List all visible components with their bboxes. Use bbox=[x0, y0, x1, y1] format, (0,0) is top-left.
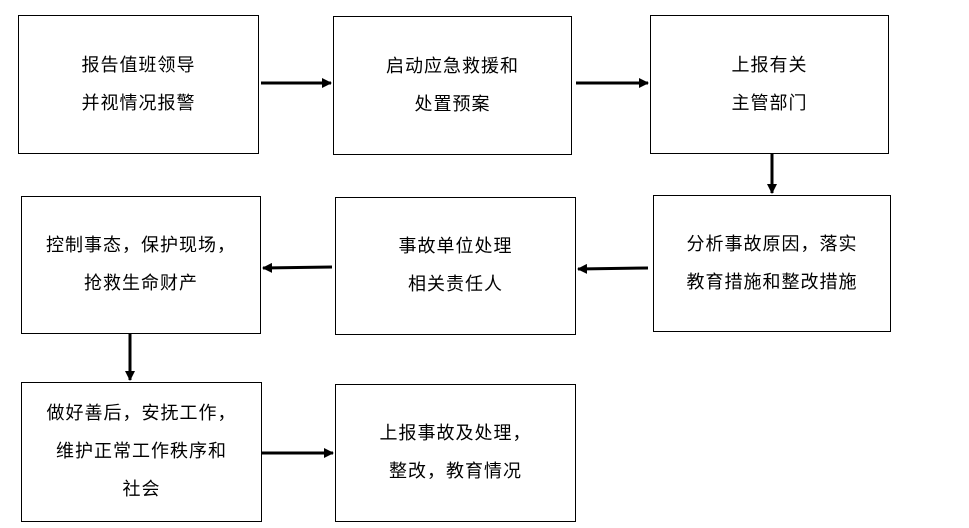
node-text: 整改，教育情况 bbox=[389, 461, 522, 482]
node-text: 主管部门 bbox=[731, 92, 808, 114]
node-aftermath: 做好善后，安抚工作， 维护正常工作秩序和 社会 bbox=[21, 382, 262, 522]
node-text: 社会 bbox=[122, 479, 161, 500]
node-text: 相关责任人 bbox=[408, 274, 503, 295]
node-text: 事故单位处理 bbox=[398, 236, 513, 257]
node-text: 并视情况报警 bbox=[81, 92, 196, 114]
node-control-situation: 控制事态，保护现场， 抢救生命财产 bbox=[21, 196, 261, 334]
node-text: 报告值班领导 bbox=[81, 54, 196, 76]
node-text: 抢救生命财产 bbox=[84, 273, 198, 294]
node-text: 启动应急救援和 bbox=[386, 55, 519, 77]
node-text: 控制事态，保护现场， bbox=[46, 235, 236, 256]
node-handle-responsible: 事故单位处理 相关责任人 bbox=[335, 197, 576, 335]
node-text: 处置预案 bbox=[414, 93, 491, 115]
node-analyze-cause: 分析事故原因，落实 教育措施和整改措施 bbox=[653, 195, 891, 332]
node-text: 维护正常工作秩序和 bbox=[56, 441, 227, 462]
node-text: 上报事故及处理， bbox=[379, 423, 532, 444]
node-text: 上报有关 bbox=[731, 54, 808, 76]
node-text: 分析事故原因，落实 bbox=[686, 233, 858, 255]
arrow-handle-responsible-to-control-situation bbox=[262, 262, 333, 273]
arrow-analyze-cause-to-handle-responsible bbox=[577, 263, 649, 274]
node-report-leader: 报告值班领导 并视情况报警 bbox=[18, 15, 259, 154]
node-text: 教育措施和整改措施 bbox=[686, 271, 858, 293]
node-report-result: 上报事故及处理， 整改，教育情况 bbox=[335, 384, 576, 522]
node-start-plan: 启动应急救援和 处置预案 bbox=[333, 16, 572, 155]
node-report-dept: 上报有关 主管部门 bbox=[650, 15, 889, 154]
node-text: 做好善后，安抚工作， bbox=[46, 403, 237, 424]
